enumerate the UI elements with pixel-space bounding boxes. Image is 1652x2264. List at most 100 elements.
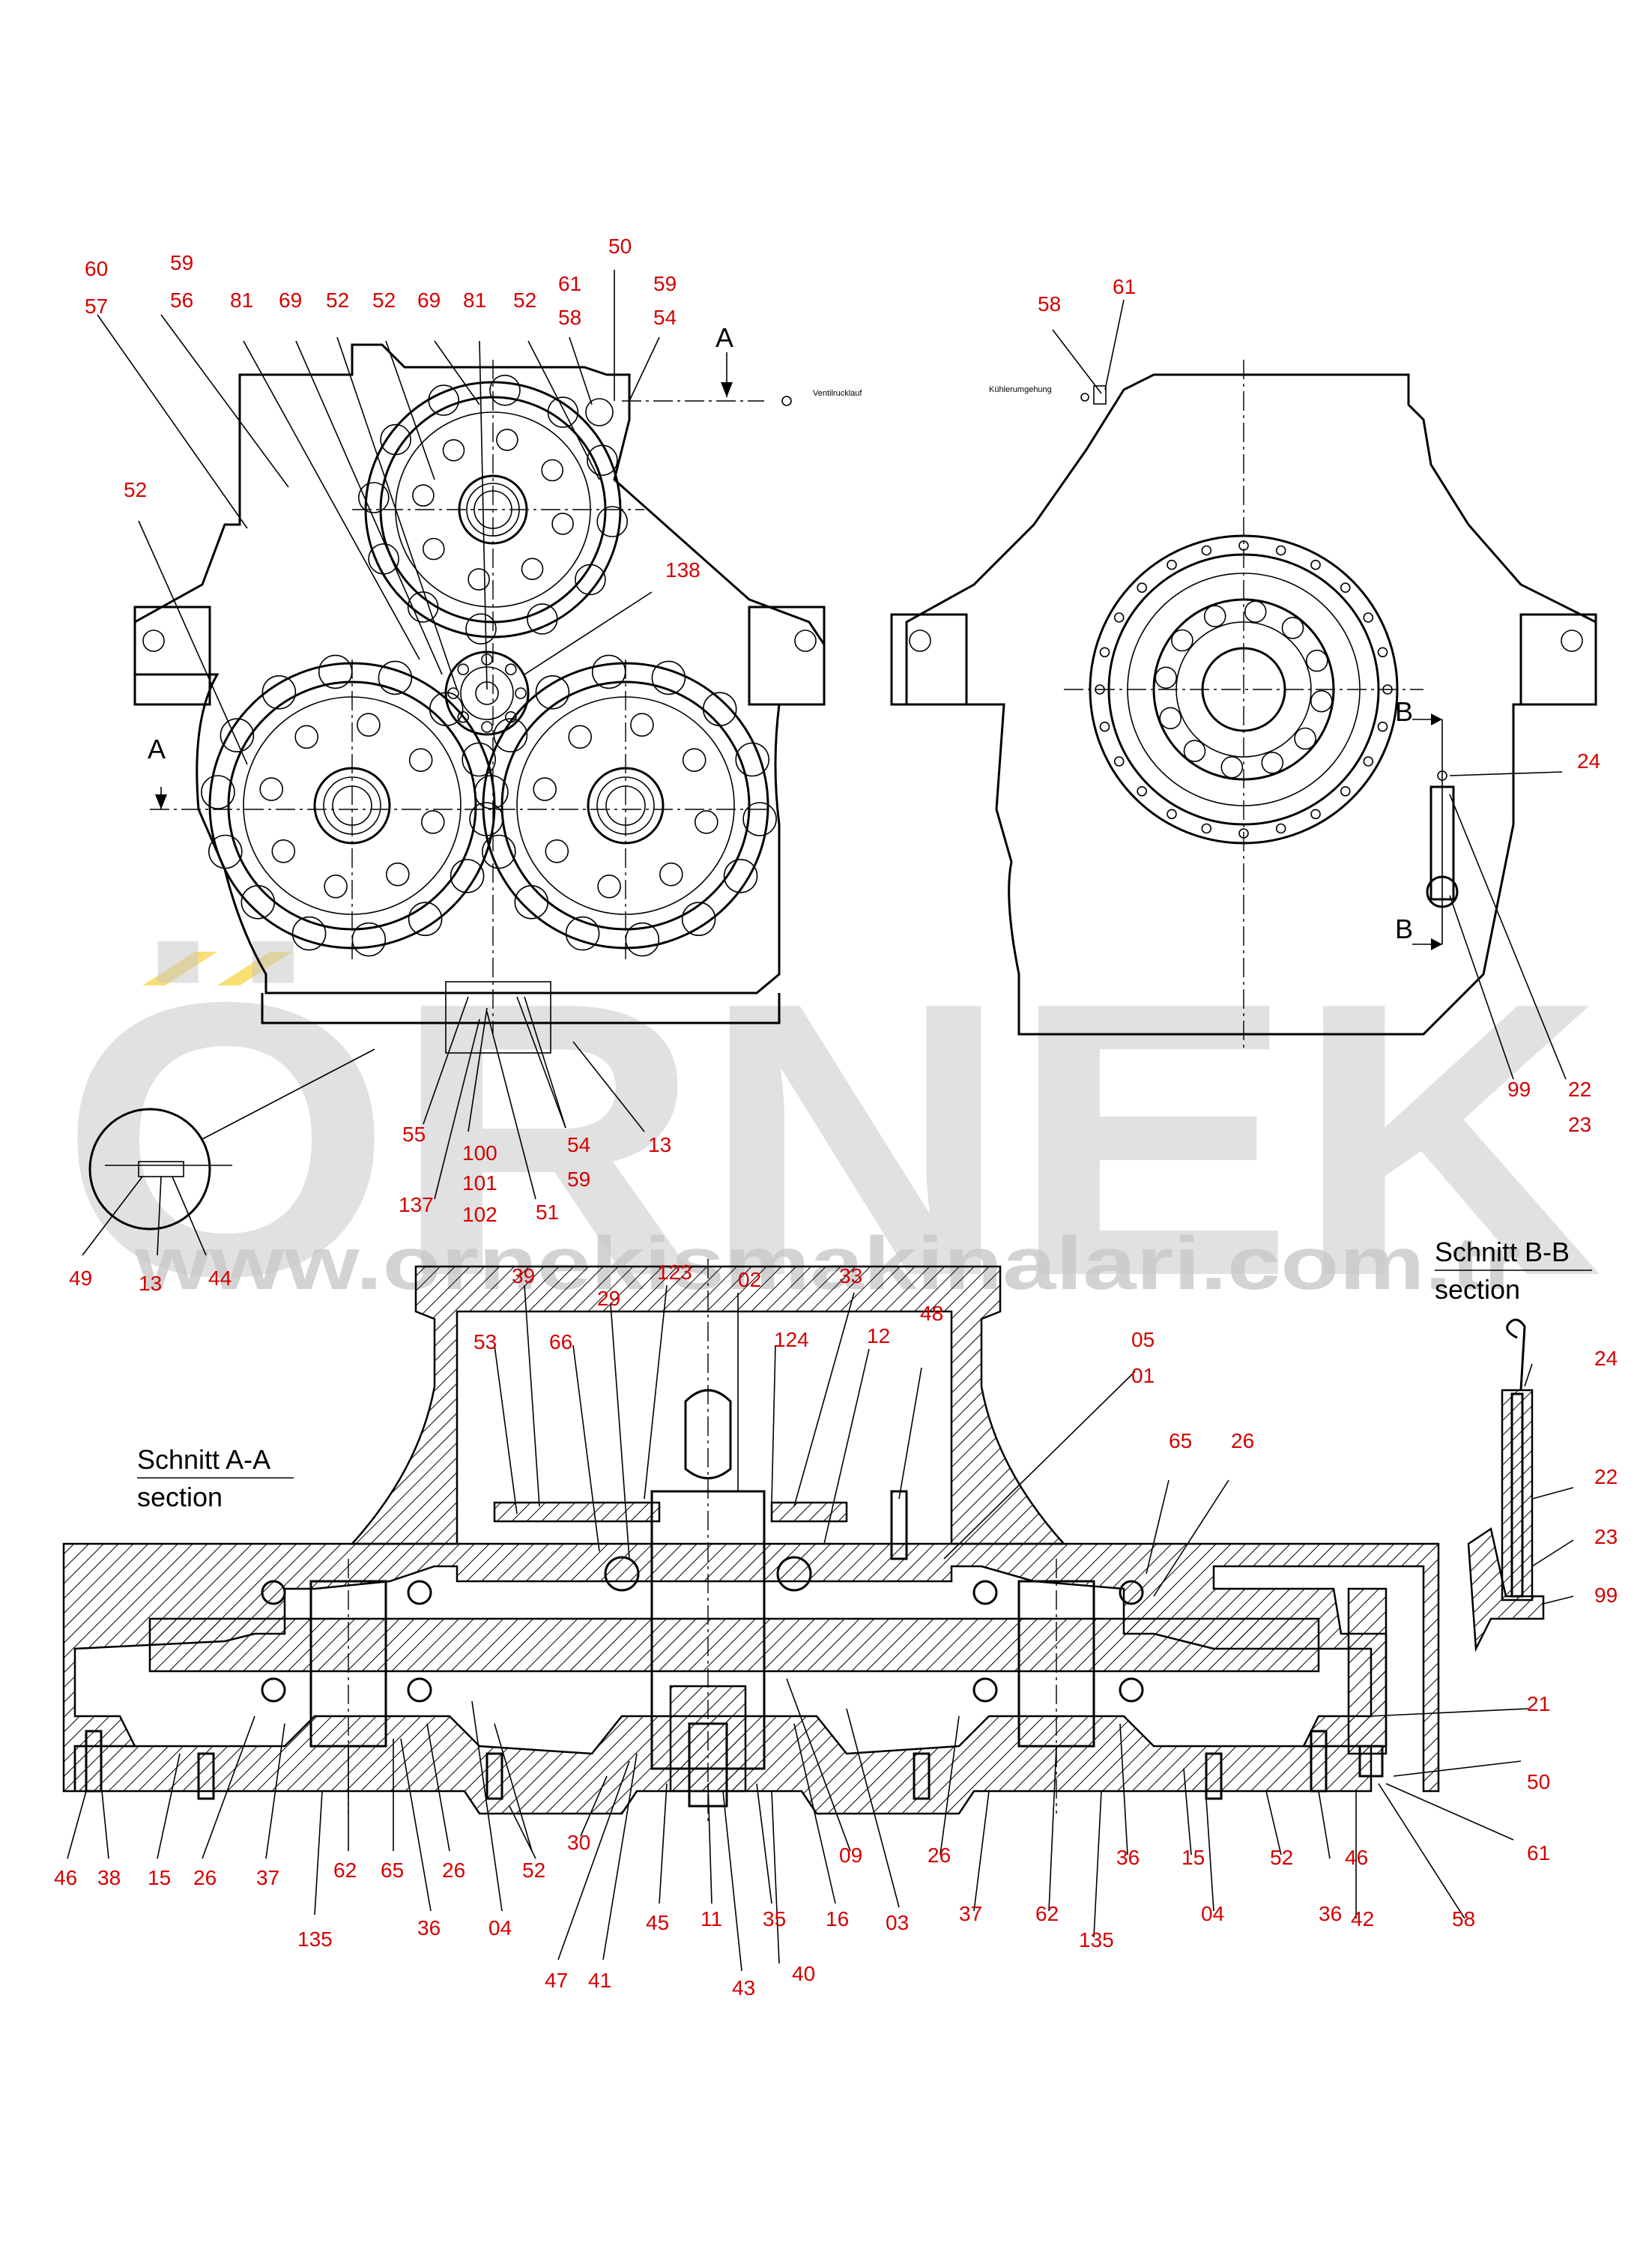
part-number: 16	[826, 1907, 849, 1931]
part-number: 138	[665, 558, 701, 582]
bolt-hole	[551, 513, 574, 535]
bolt-hole	[294, 725, 319, 749]
bolt-hole	[469, 802, 503, 836]
bolt-hole	[1244, 600, 1267, 624]
bolt-hole	[1220, 755, 1244, 779]
side-view	[890, 360, 1597, 1049]
bolt-hole	[1159, 707, 1181, 730]
part-number: 47	[545, 1969, 568, 1992]
bolt-hole	[1294, 727, 1316, 750]
bearing-ball-10	[776, 1556, 812, 1592]
bolt-hole	[682, 748, 707, 773]
part-number: 124	[774, 1328, 809, 1351]
bolt-hole	[587, 444, 618, 477]
cut-a-left-label: A	[148, 734, 166, 764]
part-number: 51	[536, 1201, 559, 1224]
bolt-hole	[412, 484, 435, 507]
side-right-lug	[1519, 613, 1597, 706]
bearing-ball-9	[604, 1556, 640, 1592]
section-bb-sub: section	[1435, 1274, 1520, 1305]
part-number: 04	[1201, 1902, 1224, 1925]
front-view	[88, 343, 826, 1231]
port-kuehler-label: Kühlerumgehung	[989, 385, 1052, 394]
part-number: 42	[1351, 1907, 1374, 1931]
bolt-hole	[240, 885, 276, 920]
part-number: 55	[402, 1123, 426, 1146]
bolt-hole	[526, 603, 558, 635]
bolt-hole	[547, 396, 579, 428]
bearing-ball-4	[407, 1677, 432, 1703]
right-mount-lug	[748, 606, 826, 706]
part-number: 58	[1038, 292, 1061, 316]
bolt-hole	[324, 875, 348, 899]
section-a-a	[62, 1259, 1440, 1821]
part-number: 09	[839, 1844, 862, 1867]
part-number: 57	[85, 295, 108, 318]
section-aa-sub: section	[137, 1482, 223, 1512]
part-number: 62	[333, 1859, 357, 1882]
bearing-ball-1	[261, 1580, 286, 1605]
left-mount-hole	[142, 630, 165, 652]
part-number: 26	[193, 1866, 217, 1889]
part-number: 52	[522, 1859, 545, 1882]
part-number: 50	[1527, 1770, 1550, 1793]
bolt-hole	[420, 810, 445, 834]
part-number: 52	[513, 289, 536, 312]
cut-b-top-label: B	[1395, 696, 1413, 727]
bolt-hole	[1275, 545, 1286, 556]
bolt-hole	[1099, 721, 1110, 732]
bolt-hole	[596, 506, 629, 537]
bolt-hole	[702, 692, 737, 727]
oil-pipe	[1347, 1587, 1388, 1755]
bolt-hole	[575, 564, 606, 596]
bolt-hole	[1113, 612, 1125, 623]
bolt-hole	[681, 902, 716, 936]
part-numbers: 60 57 59 56 81 69 52 52 69 81 52 61 58 5…	[54, 235, 1618, 1999]
bolt-hole	[1310, 559, 1321, 570]
bearing-ball-6	[1119, 1580, 1144, 1605]
part-number: 59	[170, 251, 193, 274]
part-number: 49	[69, 1267, 92, 1290]
bolt-hole	[1137, 786, 1147, 797]
bolt-hole	[1340, 582, 1351, 594]
bolt-hole	[1203, 605, 1226, 628]
bolt-hole	[457, 663, 470, 676]
part-number: 45	[646, 1911, 669, 1934]
part-number: 24	[1594, 1347, 1618, 1370]
bolt-hole	[378, 660, 413, 695]
part-number: 36	[1116, 1846, 1140, 1869]
bolt-hole	[220, 718, 255, 752]
bolt-hole	[357, 482, 390, 513]
port-ventil-label: Ventilrucklauf	[813, 389, 862, 398]
bolt-hole	[357, 713, 381, 737]
bolt-hole	[541, 459, 564, 482]
bearing-ball-7	[972, 1677, 998, 1703]
bolt-hole	[1340, 786, 1351, 797]
part-number: 33	[839, 1264, 862, 1288]
part-number: 15	[1181, 1846, 1205, 1869]
part-number: 56	[170, 289, 193, 312]
bolt-hole	[1155, 666, 1177, 689]
bolt-hole	[533, 777, 557, 801]
bolt-hole	[429, 692, 464, 727]
bolt-hole	[735, 742, 770, 777]
bolt-hole	[422, 537, 445, 561]
bolt-hole	[1363, 612, 1374, 623]
filter-bracket	[1467, 1527, 1545, 1652]
part-number: 60	[85, 257, 108, 280]
part-number: 99	[1594, 1584, 1618, 1607]
leader-lines	[67, 270, 1574, 1972]
bolt-hole	[428, 384, 460, 416]
part-number: 02	[738, 1268, 761, 1291]
gear-row	[148, 1617, 1320, 1673]
part-number: 46	[1345, 1846, 1368, 1869]
cut-b-bottom-label: B	[1395, 914, 1413, 944]
bolt-hole	[1275, 823, 1286, 834]
part-number: 66	[549, 1330, 572, 1353]
part-number: 04	[488, 1916, 512, 1940]
part-number: 52	[372, 289, 396, 312]
bolt-hole	[630, 713, 654, 737]
part-number: 61	[1527, 1841, 1550, 1865]
bolt-hole	[380, 423, 411, 456]
